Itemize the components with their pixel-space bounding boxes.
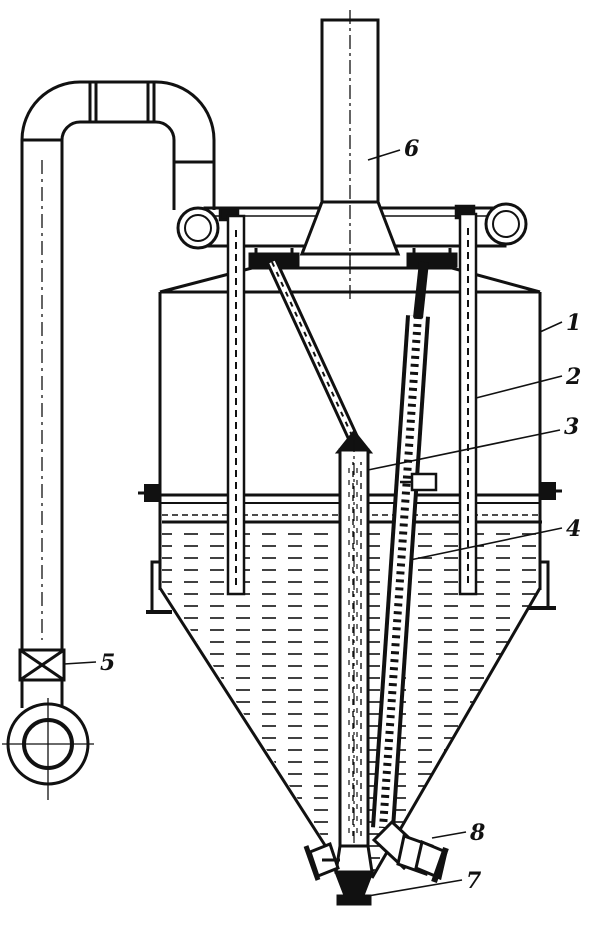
side-outlet-8 <box>371 819 449 883</box>
spray-tube-right <box>454 204 478 596</box>
leader-lines <box>63 149 563 897</box>
callout-5: 5 <box>100 650 115 676</box>
side-nozzle <box>400 472 438 492</box>
bottom-valve-left <box>303 842 340 881</box>
callout-4: 4 <box>566 516 581 542</box>
valve-5 <box>18 648 66 682</box>
inlet-nozzle <box>2 680 94 800</box>
support-leg-left <box>146 560 172 614</box>
flange-bolt-left <box>138 484 160 502</box>
callout-8: 8 <box>469 820 485 846</box>
gooseneck-pipe <box>20 80 216 652</box>
flange-bolt-right <box>540 482 562 500</box>
callout-1: 1 <box>566 310 581 336</box>
inclined-tube <box>371 261 430 829</box>
callout-6: 6 <box>404 136 419 162</box>
roof-bracket-right <box>406 248 458 268</box>
callout-7: 7 <box>466 868 482 894</box>
spray-tube-left <box>218 206 246 596</box>
bottom-discharge <box>333 844 375 906</box>
central-column <box>334 429 374 860</box>
support-leg-right <box>528 560 556 610</box>
tie-rod <box>266 259 360 443</box>
callout-2: 2 <box>565 364 581 390</box>
callout-3: 3 <box>564 414 579 440</box>
